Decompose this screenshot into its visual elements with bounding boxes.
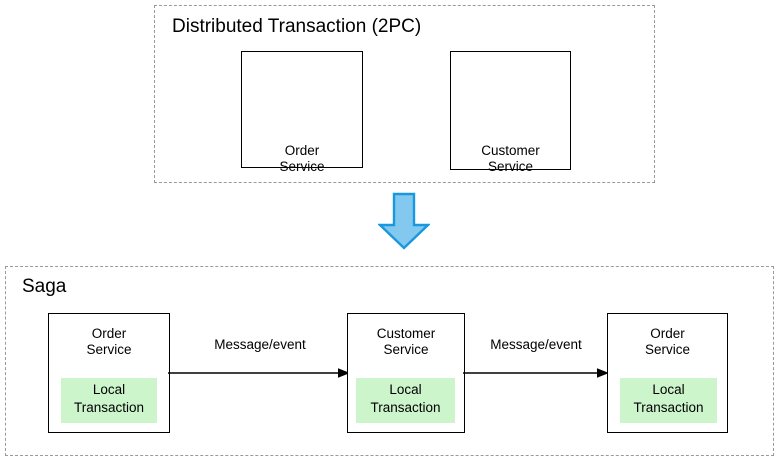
service-label-line2: Service — [383, 342, 429, 357]
service-label-line1: Customer — [376, 326, 436, 341]
local-transaction-line2: Transaction — [73, 400, 145, 415]
service-box-2pc-customer-label: Customer Service — [451, 143, 570, 175]
saga-participant-customer-service: Customer Service Local Transaction — [347, 313, 465, 433]
service-label-line1: Order — [91, 326, 127, 341]
local-transaction-badge: Local Transaction — [356, 378, 455, 423]
service-label-line2: Service — [644, 342, 690, 357]
saga-participant-label: Customer Service — [348, 326, 464, 358]
service-label-line2: Service — [86, 342, 132, 357]
connector-arrow-1 — [168, 368, 350, 378]
saga-participant-order-service-1: Order Service Local Transaction — [48, 313, 170, 433]
group-title-saga: Saga — [22, 276, 67, 297]
local-transaction-line1: Local — [92, 382, 126, 397]
local-transaction-badge: Local Transaction — [61, 378, 157, 423]
local-transaction-line2: Transaction — [633, 400, 704, 415]
blue-down-arrow-icon — [378, 192, 430, 250]
group-saga — [5, 266, 774, 456]
service-label-line1: Order — [284, 143, 320, 158]
local-transaction-line1: Local — [652, 382, 685, 397]
service-box-2pc-order-label: Order Service — [242, 143, 362, 175]
service-box-2pc-customer: Customer Service — [450, 51, 571, 174]
saga-participant-order-service-2: Order Service Local Transaction — [607, 313, 728, 433]
service-label-line2: Service — [279, 159, 325, 174]
connector-label-message-event-1: Message/event — [214, 337, 306, 352]
service-box-2pc-order: Order Service — [241, 51, 363, 174]
local-transaction-line1: Local — [389, 382, 422, 397]
service-label-line2: Service — [487, 159, 533, 174]
group-distributed-transaction — [154, 5, 655, 183]
local-transaction-badge: Local Transaction — [620, 378, 717, 423]
local-transaction-line2: Transaction — [370, 400, 441, 415]
connector-arrow-2 — [463, 368, 609, 378]
group-title-distributed-transaction: Distributed Transaction (2PC) — [172, 16, 422, 37]
connector-label-message-event-2: Message/event — [490, 337, 582, 352]
saga-participant-label: Order Service — [608, 326, 727, 358]
service-label-line1: Customer — [481, 143, 540, 158]
service-label-line1: Order — [650, 326, 685, 341]
saga-participant-label: Order Service — [49, 326, 169, 358]
